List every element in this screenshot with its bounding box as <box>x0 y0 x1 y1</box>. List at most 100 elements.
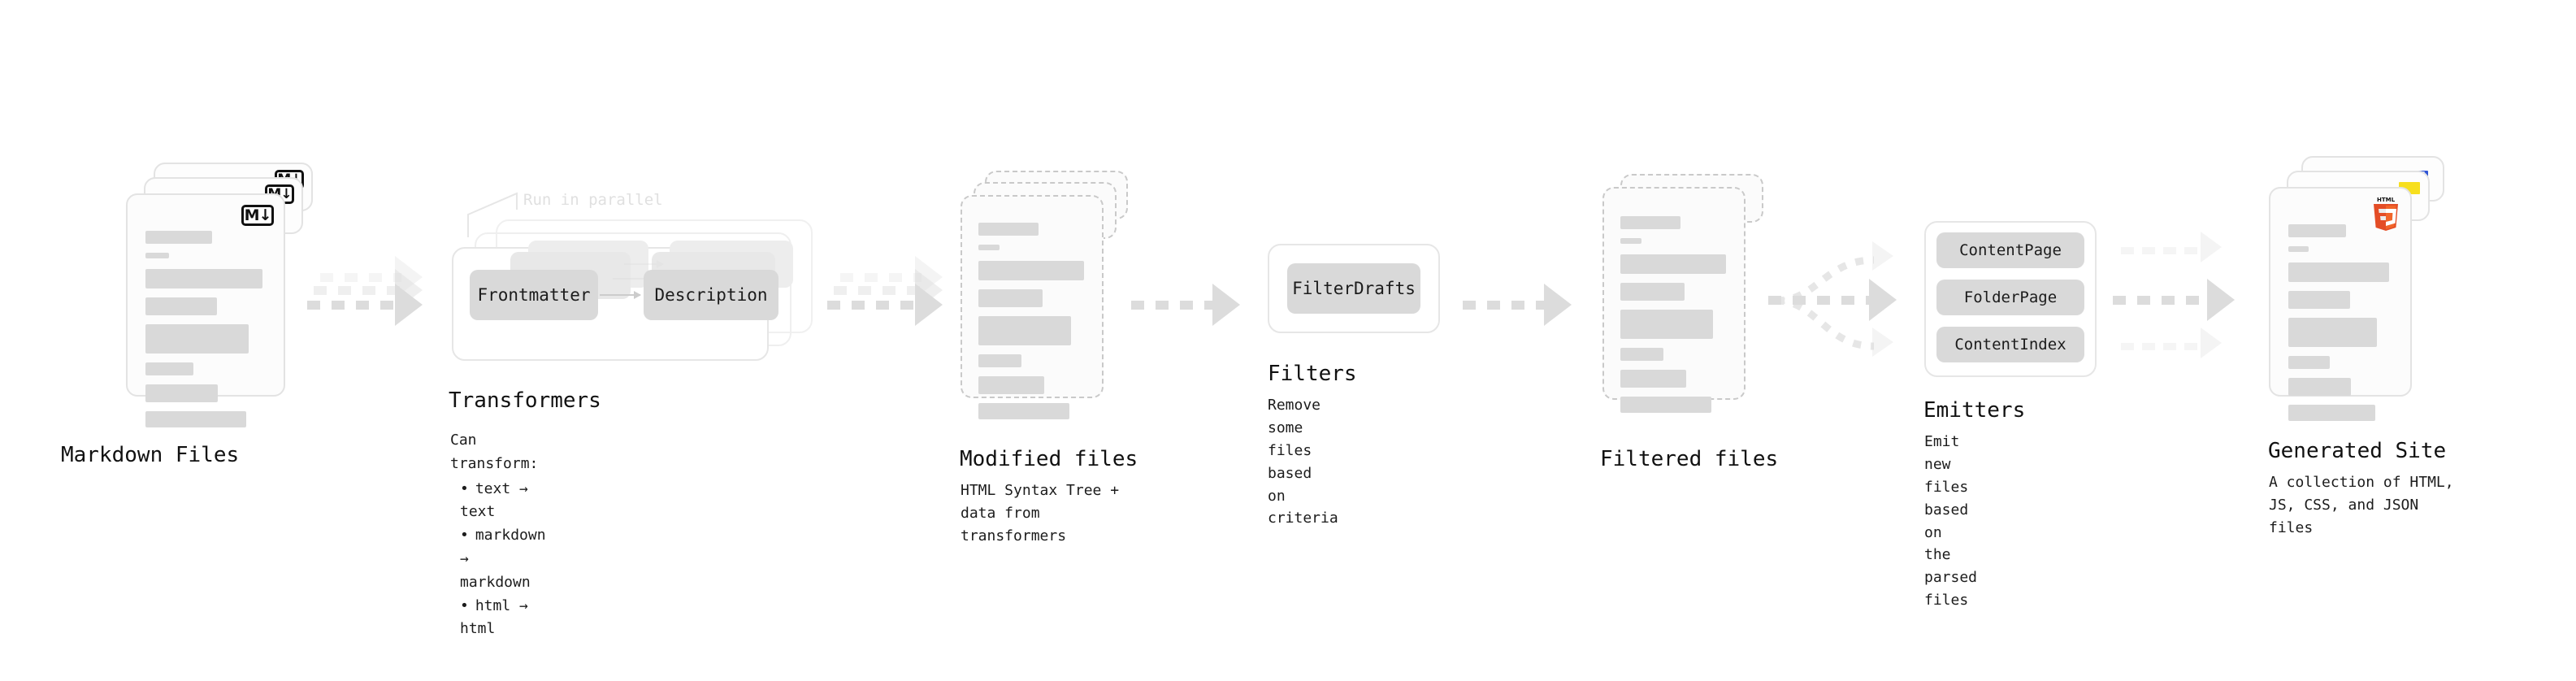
connector-dash <box>2121 247 2205 254</box>
stage-subcaption-modified-files: HTML Syntax Tree + data from transformer… <box>961 482 1120 544</box>
connector-arrowhead <box>915 284 943 326</box>
stage-caption-markdown-files: Markdown Files <box>61 443 240 467</box>
transformer-pill-frontmatter[interactable]: Frontmatter <box>470 270 598 320</box>
transform-list-item: markdown → markdown <box>450 524 546 594</box>
placeholder-bar <box>978 376 1044 394</box>
connector-modified-to-filters <box>1131 284 1261 333</box>
placeholder-bar <box>1620 238 1641 244</box>
placeholder-bar <box>145 297 217 315</box>
stage-caption-emitters: Emitters <box>1923 398 2026 423</box>
connector-dash <box>1768 296 1874 305</box>
modified-card-placeholder-lines <box>978 223 1084 428</box>
connector-dash <box>1131 301 1219 310</box>
filtered-card-stack <box>1602 163 1789 423</box>
stage-subcaption-emitters: Emit new files based on the parsed files <box>1924 433 1978 609</box>
connector-arrowhead <box>2207 279 2235 321</box>
connector-arrowhead <box>395 284 423 326</box>
placeholder-bar <box>1620 254 1726 274</box>
stage-generated-site: CSS HTML <box>2268 156 2464 536</box>
placeholder-bar <box>2288 246 2309 252</box>
placeholder-bar <box>145 253 169 258</box>
stage-caption-filters: Filters <box>1268 362 1357 386</box>
connector-arrowhead <box>2201 232 2222 262</box>
markdown-card-front: M↓ <box>126 193 285 427</box>
run-in-parallel-bracket <box>467 192 518 237</box>
emitter-pill-contentpage[interactable]: ContentPage <box>1936 232 2084 268</box>
connector-arrowhead <box>1872 241 1893 271</box>
placeholder-bar <box>145 324 249 354</box>
markdown-icon-arrow: ↓ <box>258 206 272 224</box>
connector-arrowhead <box>1872 327 1893 357</box>
placeholder-bar <box>145 384 219 402</box>
stage-caption-modified-files: Modified files <box>960 447 1138 471</box>
connector-dash <box>827 301 922 310</box>
connector-markdown-to-transformers <box>307 256 445 358</box>
placeholder-bar <box>978 223 1039 236</box>
svg-text:HTML: HTML <box>2377 197 2396 203</box>
connector-filtered-to-emitters <box>1768 228 1931 374</box>
placeholder-bar <box>2288 405 2375 421</box>
placeholder-bar <box>1620 397 1711 413</box>
transformer-inner-arrow <box>600 291 641 299</box>
emitter-pill-contentindex[interactable]: ContentIndex <box>1936 327 2084 362</box>
placeholder-bar <box>145 362 194 375</box>
placeholder-bar <box>978 289 1043 307</box>
placeholder-bar <box>2288 291 2350 309</box>
placeholder-bar <box>145 411 246 427</box>
connector-dash <box>2121 343 2205 350</box>
run-in-parallel-label: Run in parallel <box>523 191 663 209</box>
stage-caption-filtered-files: Filtered files <box>1600 447 1779 471</box>
stage-filtered-files: Filtered files <box>1600 163 1789 471</box>
markdown-icon-letter: M <box>244 206 260 224</box>
transformer-pill-description[interactable]: Description <box>644 270 778 320</box>
transform-list-item: html → html <box>450 595 546 642</box>
connector-dash <box>840 273 922 282</box>
placeholder-bar <box>1620 216 1681 229</box>
fanout-curves <box>1776 256 1875 350</box>
placeholder-bar <box>978 316 1072 345</box>
connector-transformers-to-modified <box>827 256 965 358</box>
markdown-icon: M↓ <box>241 205 274 226</box>
connector-dash <box>314 286 401 295</box>
generated-card-stack: CSS HTML <box>2269 156 2464 421</box>
placeholder-bar <box>2288 356 2330 369</box>
connector-arrowhead <box>1212 284 1240 326</box>
connector-arrowhead <box>1869 279 1897 321</box>
connector-dash <box>320 273 401 282</box>
connector-arrowhead <box>1544 284 1572 326</box>
placeholder-bar <box>2288 378 2351 396</box>
stage-subcaption-filters: Remove some files based on criteria <box>1268 397 1338 527</box>
filter-pill-filterdrafts[interactable]: FilterDrafts <box>1287 263 1420 314</box>
connector-filters-to-filtered <box>1463 284 1593 333</box>
connector-emitters-to-generated <box>2113 228 2275 374</box>
placeholder-bar <box>1620 348 1664 361</box>
transformers-transform-list: Can transform: text → text markdown → ma… <box>450 429 546 641</box>
stage-modified-files: Modified files HTML Syntax Tree + data f… <box>960 163 1147 544</box>
connector-dash <box>1463 301 1550 310</box>
stage-markdown-files: M↓ M↓ M↓ <box>61 163 313 467</box>
placeholder-bar <box>978 354 1022 367</box>
emitter-pill-folderpage[interactable]: FolderPage <box>1936 280 2084 315</box>
placeholder-bar <box>978 403 1069 419</box>
stage-subcaption-generated-site: A collection of HTML, JS, CSS, and JSON … <box>2269 474 2454 536</box>
generated-card-front: HTML <box>2269 187 2412 421</box>
markdown-card-stack: M↓ M↓ M↓ <box>126 163 313 427</box>
placeholder-bar <box>1620 283 1685 301</box>
markdown-card-placeholder-lines <box>145 231 262 436</box>
transform-list-lead: Can transform: <box>450 432 539 472</box>
placeholder-bar <box>978 245 1000 250</box>
placeholder-bar <box>2288 262 2389 282</box>
html5-icon: HTML <box>2374 197 2398 231</box>
modified-card-front <box>961 195 1104 419</box>
placeholder-bar <box>2288 224 2346 237</box>
placeholder-bar <box>2288 318 2378 347</box>
stage-caption-transformers: Transformers <box>449 388 601 413</box>
modified-card-stack <box>961 163 1147 423</box>
connector-dash <box>307 301 401 310</box>
filtered-card-front <box>1602 187 1746 413</box>
transform-list-item: text → text <box>450 478 546 525</box>
generated-card-placeholder-lines <box>2288 224 2389 430</box>
connector-dash <box>834 286 922 295</box>
placeholder-bar <box>145 231 213 244</box>
